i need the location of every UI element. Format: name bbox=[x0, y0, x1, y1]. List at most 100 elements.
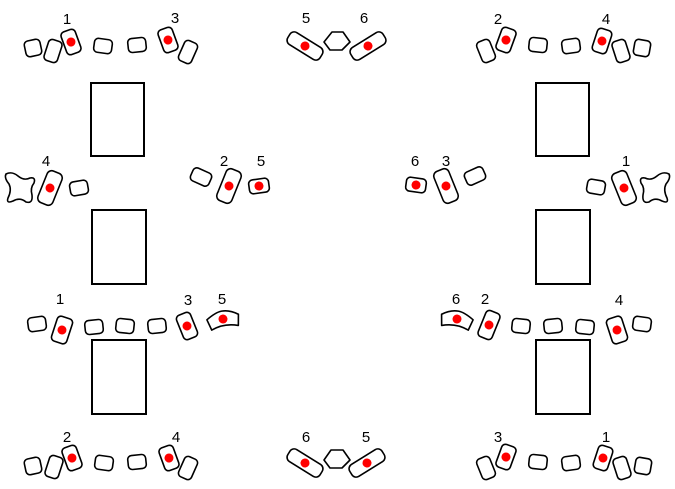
seat-number: 2 bbox=[481, 291, 489, 308]
seat-number: 5 bbox=[218, 291, 226, 308]
table-block-mid-left bbox=[91, 209, 147, 285]
row-top-center: 5 6 bbox=[286, 10, 387, 61]
seat-number: 5 bbox=[362, 429, 370, 446]
seat bbox=[93, 454, 115, 472]
tri-seat bbox=[639, 172, 671, 204]
marked-seat bbox=[157, 26, 179, 54]
seat bbox=[189, 167, 213, 187]
marked-seat bbox=[286, 31, 324, 61]
marked-seat bbox=[36, 169, 64, 207]
seat-number: 1 bbox=[63, 11, 71, 28]
seat-number: 1 bbox=[622, 153, 630, 170]
marked-seat bbox=[477, 309, 501, 341]
seat-number: 2 bbox=[494, 11, 502, 28]
marked-seat bbox=[404, 176, 428, 194]
marked-seat bbox=[592, 444, 614, 472]
seat bbox=[146, 317, 168, 335]
marked-seat bbox=[158, 444, 180, 472]
seat bbox=[177, 455, 199, 481]
seat-number: 3 bbox=[442, 153, 450, 170]
marked-seat bbox=[348, 448, 386, 478]
marked-seat bbox=[50, 315, 74, 345]
seat-number: 1 bbox=[602, 429, 610, 446]
row-top-left: 1 3 bbox=[23, 10, 199, 65]
seat-number: 4 bbox=[615, 292, 623, 309]
seat bbox=[323, 449, 351, 469]
seat-number: 6 bbox=[452, 291, 460, 308]
marked-seat bbox=[495, 443, 517, 471]
table-block-low-right bbox=[535, 339, 591, 415]
row-lower-right: 6 2 4 bbox=[440, 291, 653, 345]
seat bbox=[323, 31, 351, 51]
seat bbox=[26, 315, 48, 333]
table-block-top-left bbox=[90, 82, 145, 157]
marked-seat bbox=[60, 28, 82, 56]
seat bbox=[126, 36, 148, 54]
seat bbox=[527, 453, 549, 471]
seat bbox=[475, 455, 497, 481]
marked-seat bbox=[247, 177, 271, 195]
seat-number: 4 bbox=[42, 153, 50, 170]
marked-seat bbox=[495, 26, 517, 54]
seat-number: 6 bbox=[302, 429, 310, 446]
seat-number: 4 bbox=[602, 11, 610, 28]
seat-number: 6 bbox=[360, 10, 368, 27]
marked-seat bbox=[286, 448, 324, 478]
table-block-mid-right bbox=[535, 209, 591, 285]
seat bbox=[475, 38, 497, 64]
seat-number: 2 bbox=[220, 153, 228, 170]
row-lower-left: 1 3 5 bbox=[26, 291, 240, 345]
tri-seat bbox=[4, 172, 36, 204]
seat-number: 5 bbox=[302, 10, 310, 27]
seat bbox=[631, 315, 653, 333]
seat bbox=[92, 37, 114, 55]
seat bbox=[114, 317, 136, 335]
table-block-low-left bbox=[91, 339, 147, 415]
group-mid-left: 4 2 5 bbox=[4, 153, 271, 207]
seat bbox=[126, 453, 148, 471]
marked-seat bbox=[175, 311, 199, 341]
marked-seat bbox=[349, 31, 387, 61]
seat-number: 5 bbox=[257, 153, 265, 170]
seat bbox=[585, 178, 607, 196]
marked-seat bbox=[61, 444, 83, 472]
seat bbox=[574, 318, 596, 336]
seat-number: 3 bbox=[184, 292, 192, 309]
seat bbox=[560, 37, 582, 55]
seat bbox=[83, 318, 105, 336]
seat-number: 2 bbox=[63, 429, 71, 446]
table-block-top-right bbox=[535, 82, 590, 157]
seat bbox=[68, 179, 90, 197]
seat bbox=[177, 39, 199, 65]
marked-seat bbox=[440, 309, 474, 331]
seat bbox=[527, 36, 549, 54]
seat-number: 3 bbox=[171, 10, 179, 27]
seat bbox=[23, 38, 43, 58]
row-bottom-left: 2 4 bbox=[23, 429, 199, 481]
row-bottom-right: 3 1 bbox=[475, 429, 653, 481]
group-mid-right: 6 3 1 bbox=[404, 153, 671, 207]
seat bbox=[44, 454, 64, 480]
seat-number: 3 bbox=[494, 429, 502, 446]
seat bbox=[23, 456, 43, 476]
seat bbox=[560, 454, 582, 472]
marked-seat bbox=[591, 27, 613, 55]
row-bottom-center: 6 5 bbox=[286, 429, 386, 478]
seat bbox=[542, 317, 564, 335]
marked-seat bbox=[215, 167, 243, 205]
seat bbox=[633, 456, 653, 476]
seat bbox=[510, 317, 532, 335]
marked-seat bbox=[605, 315, 629, 345]
marked-seat bbox=[610, 169, 638, 207]
seat-number: 1 bbox=[56, 291, 64, 308]
seat-number: 6 bbox=[411, 153, 419, 170]
marked-seat bbox=[206, 309, 240, 331]
seat-number: 4 bbox=[172, 429, 180, 446]
seat bbox=[632, 38, 652, 58]
seat bbox=[612, 455, 632, 481]
seat bbox=[611, 38, 631, 64]
marked-seat bbox=[432, 167, 460, 205]
row-top-right: 2 4 bbox=[475, 11, 652, 64]
seat bbox=[463, 166, 487, 186]
